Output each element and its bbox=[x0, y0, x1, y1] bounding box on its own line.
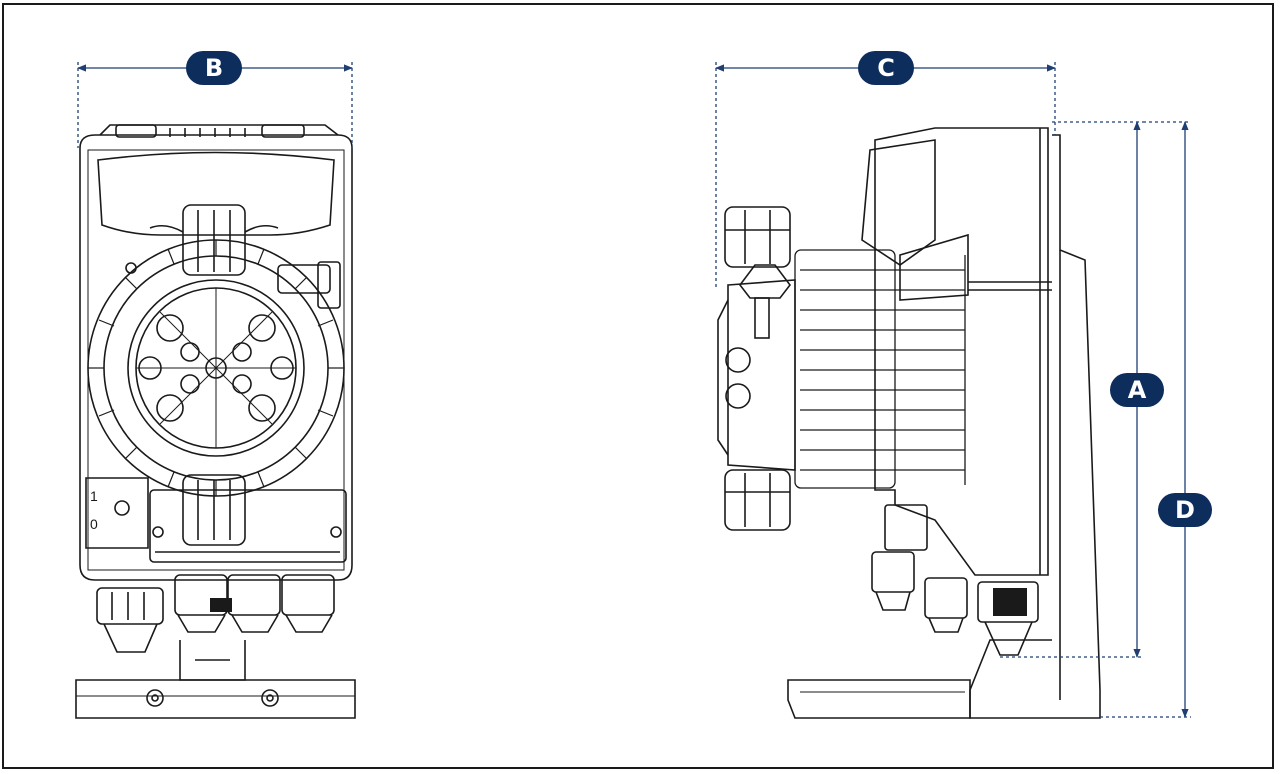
lower-valve bbox=[182, 474, 246, 546]
front-base bbox=[75, 679, 356, 719]
side-view bbox=[717, 127, 1101, 719]
dimension-lines bbox=[77, 62, 1191, 718]
dosing-head-ribs bbox=[88, 240, 344, 496]
front-housing bbox=[79, 134, 353, 581]
switch-off-label: 0 bbox=[90, 516, 98, 532]
side-dosing-head bbox=[727, 279, 796, 471]
cable-glands bbox=[174, 574, 335, 633]
drawing-frame bbox=[2, 3, 1274, 769]
power-switch-panel bbox=[85, 477, 149, 549]
side-housing bbox=[874, 127, 1049, 576]
wall-bracket bbox=[969, 134, 1101, 719]
side-lower-valve bbox=[724, 469, 791, 531]
switch-on-label: 1 bbox=[90, 488, 98, 504]
dimension-d-badge: D bbox=[1158, 493, 1212, 527]
dimension-c-badge: C bbox=[858, 51, 914, 85]
side-display bbox=[861, 139, 936, 266]
top-lid bbox=[99, 124, 339, 136]
upper-valve bbox=[182, 204, 246, 276]
dimension-b-badge: B bbox=[186, 51, 242, 85]
cooling-fins bbox=[794, 249, 966, 489]
side-cable-glands bbox=[871, 551, 1039, 656]
side-base bbox=[787, 679, 971, 719]
suction-fitting bbox=[96, 587, 164, 625]
front-view bbox=[75, 124, 356, 719]
dimension-a-badge: A bbox=[1110, 373, 1164, 407]
terminal-box bbox=[149, 489, 347, 563]
bleed-valve bbox=[738, 264, 792, 299]
side-upper-valve bbox=[724, 206, 791, 268]
display-window bbox=[97, 151, 335, 236]
